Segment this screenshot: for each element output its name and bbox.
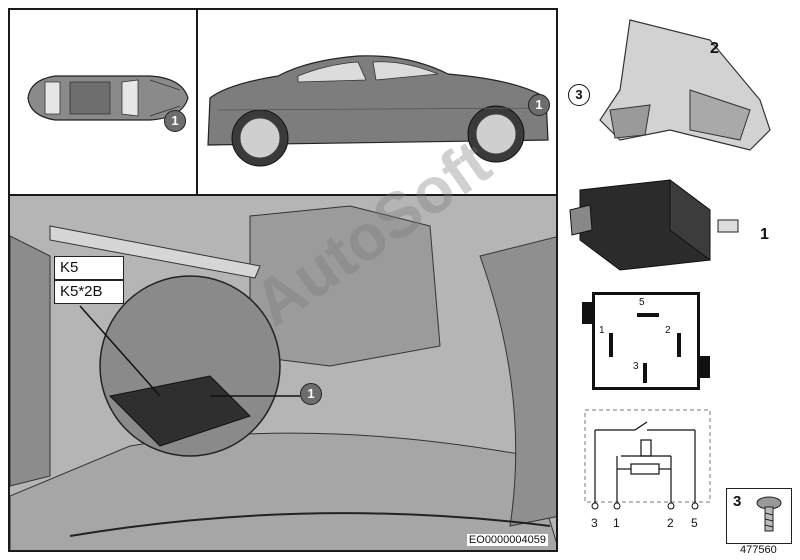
drawing-number: EO0000004059	[466, 534, 548, 546]
relay-part-number: 1	[760, 226, 769, 243]
catalog-number: 477560	[740, 544, 777, 556]
location-label-k5-2b: K5*2B	[54, 280, 124, 304]
pinout-tab-left	[582, 302, 592, 324]
engine-bay-illustration	[10, 196, 556, 550]
car-top-view-illustration	[27, 75, 189, 121]
car-top-view-panel: 1	[8, 8, 198, 196]
pin-2-contact	[677, 333, 681, 357]
pin-3-contact	[643, 363, 647, 383]
car-side-view-panel: 1	[196, 8, 558, 196]
circuit-pin-2: 2	[667, 516, 674, 530]
circuit-pin-5: 5	[691, 516, 698, 530]
location-marker-callout-bay: 1	[300, 383, 322, 405]
pinout-tab-right	[700, 356, 710, 378]
circuit-pin-3: 3	[591, 516, 598, 530]
location-marker-callout: 1	[164, 110, 186, 132]
pin-1-contact	[609, 333, 613, 357]
location-marker-callout-side: 1	[528, 94, 550, 116]
bracket-illustration	[599, 19, 771, 151]
screw-icon	[756, 496, 782, 532]
relay-illustration	[569, 179, 739, 271]
screw-detail-box: 3	[726, 488, 792, 544]
location-label-k5: K5	[54, 256, 124, 280]
pin-5-contact	[637, 313, 659, 317]
pin-label-5: 5	[639, 297, 645, 308]
relay-circuit-diagram	[584, 409, 711, 510]
pin-label-2: 2	[665, 325, 671, 336]
relay-pinout: 5 1 2 3	[592, 292, 700, 390]
screw-callout: 3	[568, 84, 590, 106]
engine-bay-panel: K5 K5*2B 1 EO0000004059	[8, 194, 558, 552]
screw-part-number: 3	[733, 493, 742, 510]
pin-label-3: 3	[633, 361, 639, 372]
car-side-view-illustration	[207, 55, 549, 167]
pin-label-1: 1	[599, 325, 605, 336]
circuit-pin-1: 1	[613, 516, 620, 530]
bracket-part-number: 2	[710, 40, 719, 57]
